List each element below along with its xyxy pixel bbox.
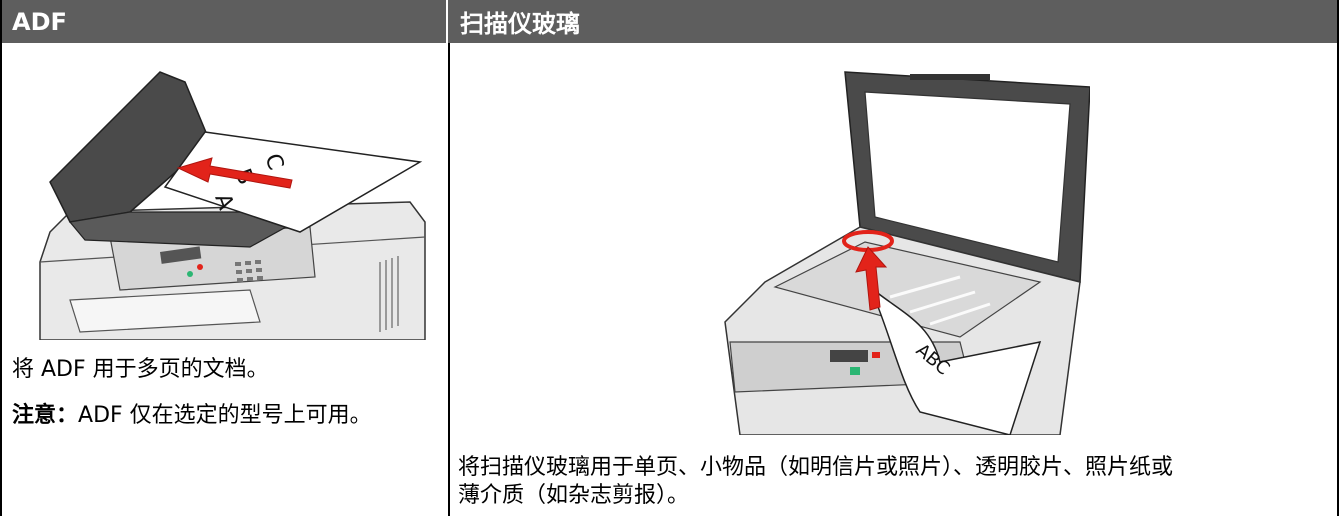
adf-note: 注意：ADF 仅在选定的型号上可用。 [12,401,372,431]
table-header: ADF 扫描仪玻璃 [2,0,1337,43]
note-label: 注意： [12,403,79,428]
description-line-1: 将扫描仪玻璃用于单页、小物品（如明信片或照片）、透明胶片、照片纸或 [458,455,1174,480]
adf-usage-text: 将 ADF 用于多页的文档。 [12,357,269,382]
note-text: ADF 仅在选定的型号上可用。 [78,403,372,428]
scanner-glass-illustration: ABC [724,71,1090,435]
header-adf: ADF [2,0,448,43]
description-line-2: 薄介质（如杂志剪报）。 [458,483,690,508]
column-divider [448,43,450,516]
header-scanner-glass: 扫描仪玻璃 [460,10,580,38]
adf-illustration: C B A [39,71,426,340]
scanner-glass-description: 将扫描仪玻璃用于单页、小物品（如明信片或照片）、透明胶片、照片纸或 薄介质（如杂… [458,454,1338,510]
